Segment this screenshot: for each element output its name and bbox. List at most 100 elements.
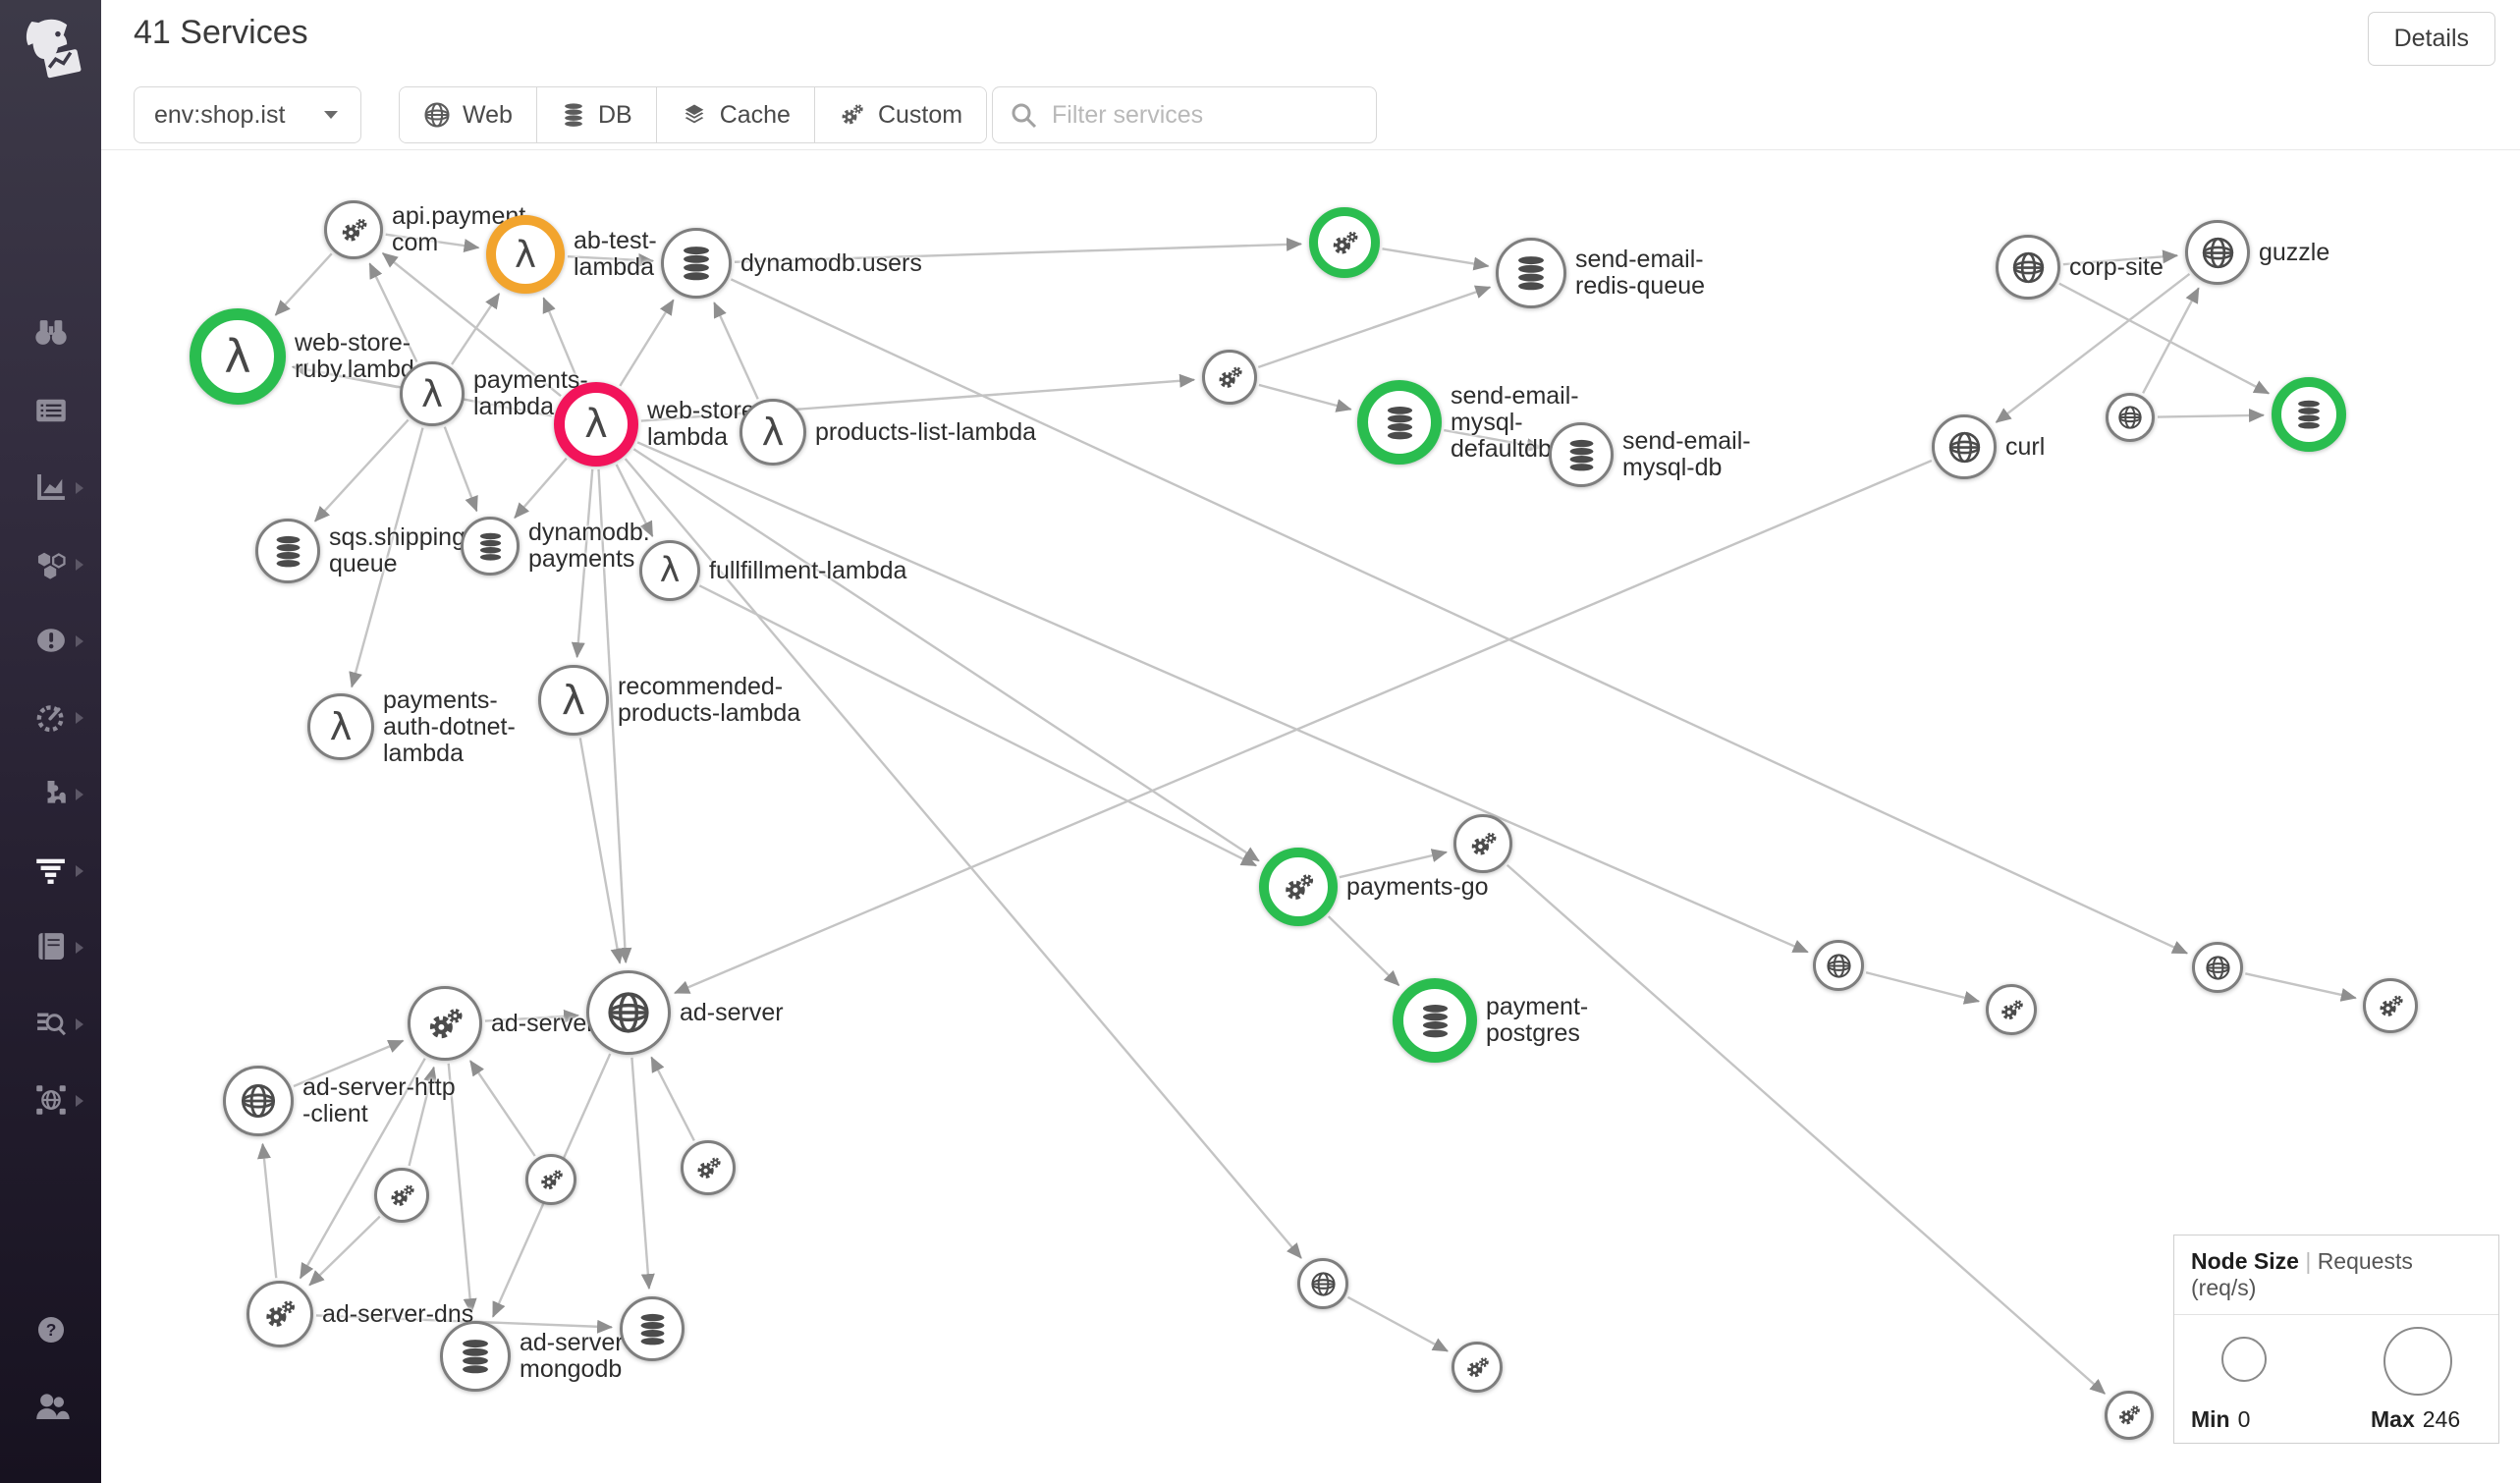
sidebar-item-synthetics[interactable] <box>0 695 101 739</box>
edge-web-store-lambda-to-dynamodb-users <box>619 299 675 387</box>
chevron-right-icon <box>73 480 86 501</box>
datadog-logo-icon[interactable] <box>0 0 101 101</box>
service-node-dynamodb-users[interactable] <box>661 228 732 299</box>
service-node-sqs-shipping-queue[interactable] <box>255 519 320 583</box>
details-button[interactable]: Details <box>2367 12 2495 66</box>
service-node-fullfillment-lambda[interactable]: λ <box>639 540 700 601</box>
apm-icon <box>35 858 65 884</box>
sidebar-item-network[interactable] <box>0 1078 101 1122</box>
service-node-globe-21[interactable] <box>2106 393 2155 442</box>
service-node-payments-auth-dotnet-lambda[interactable]: λ <box>307 693 374 760</box>
layers-icon <box>681 101 708 129</box>
service-node-gear-31[interactable] <box>681 1140 736 1195</box>
service-node-ad-server-dns[interactable] <box>247 1281 313 1347</box>
service-node-gear-29[interactable] <box>374 1168 429 1223</box>
type-filter-db-button[interactable]: DB <box>536 87 657 142</box>
edge-payments-lambda-to-payments-auth-dotnet-lambda <box>349 427 424 688</box>
service-node-web-store-lambda[interactable]: λ <box>554 382 638 467</box>
service-node-web-store-ruby-lambda[interactable]: λ <box>190 308 286 405</box>
service-node-products-list-lambda[interactable]: λ <box>740 399 806 466</box>
type-filter-label: Custom <box>877 100 963 129</box>
service-node-gear-40[interactable] <box>1452 1342 1503 1393</box>
lambda-icon: λ <box>761 410 785 455</box>
service-node-globe-39[interactable] <box>1297 1258 1348 1309</box>
type-filter-cache-button[interactable]: Cache <box>656 87 815 142</box>
service-node-globe-35[interactable] <box>1813 940 1864 991</box>
page-title: 41 Services <box>134 14 308 51</box>
lambda-icon: λ <box>514 233 536 276</box>
edge-ad-server-dns-to-ad-server-http-client <box>256 1142 278 1279</box>
service-node-payment-postgres[interactable] <box>1393 978 1477 1063</box>
sidebar: ? <box>0 0 101 1483</box>
edge-gear-30-to-ad-server-tcp <box>468 1060 536 1157</box>
edge-web-store-lambda-to-globe-35 <box>636 441 1809 954</box>
edge-dynamodb-users-to-gear-13 <box>734 237 1303 263</box>
service-node-guzzle[interactable] <box>2185 220 2250 285</box>
sidebar-item-logs[interactable] <box>0 1002 101 1045</box>
edge-gear-24-to-gear-41 <box>1506 863 2107 1396</box>
chevron-right-icon <box>73 1016 86 1037</box>
service-node-db-34[interactable] <box>620 1296 685 1361</box>
service-node-gear-15[interactable] <box>1202 350 1257 405</box>
sidebar-item-account[interactable] <box>0 1385 101 1428</box>
edge-web-store-lambda-to-recommended-products-lambda <box>571 468 594 659</box>
db-icon <box>678 245 715 282</box>
lambda-icon: λ <box>224 330 251 383</box>
edge-ad-server-tcp-to-ad-server <box>484 1009 580 1023</box>
sidebar-item-help[interactable]: ? <box>0 1308 101 1351</box>
globe-icon <box>1947 430 1982 465</box>
type-filter-custom-button[interactable]: Custom <box>814 87 987 142</box>
service-node-ad-server[interactable] <box>586 970 671 1055</box>
lambda-icon: λ <box>329 704 353 749</box>
edge-globe-39-to-gear-40 <box>1346 1295 1449 1352</box>
service-node-payments-lambda[interactable]: λ <box>400 361 465 426</box>
service-node-globe-37[interactable] <box>2192 942 2243 993</box>
service-node-gear-36[interactable] <box>1986 984 2037 1035</box>
service-node-recommended-products-lambda[interactable]: λ <box>538 665 609 736</box>
sidebar-item-infrastructure[interactable] <box>0 542 101 585</box>
service-node-send-email-redis-queue[interactable] <box>1496 238 1566 308</box>
service-node-ad-server-http-client[interactable] <box>223 1066 294 1136</box>
service-node-gear-41[interactable] <box>2105 1391 2154 1440</box>
gear-icon <box>425 1004 466 1044</box>
edge-gear-13-to-send-email-redis-queue <box>1382 247 1490 271</box>
filter-services-input[interactable] <box>1050 99 1348 131</box>
service-node-send-email-mysql-db[interactable] <box>1549 422 1614 487</box>
service-node-ad-server-tcp[interactable] <box>408 986 482 1061</box>
sidebar-item-events[interactable] <box>0 389 101 432</box>
sidebar-item-apm[interactable] <box>0 849 101 892</box>
service-label-ad-server-http-client: ad-server-http-client <box>302 1073 456 1127</box>
service-node-gear-24[interactable] <box>1453 814 1512 873</box>
service-node-db-22[interactable] <box>2272 377 2346 452</box>
service-node-gear-38[interactable] <box>2363 978 2418 1033</box>
sidebar-item-notebooks[interactable] <box>0 925 101 968</box>
sidebar-item-monitors[interactable] <box>0 619 101 662</box>
gear-icon <box>694 1154 723 1182</box>
service-node-ad-server-mongodb[interactable] <box>440 1321 511 1392</box>
service-node-gear-13[interactable] <box>1309 207 1380 278</box>
service-node-payments-go[interactable] <box>1259 848 1338 926</box>
service-node-send-email-mysql-defaultdb[interactable] <box>1357 380 1442 465</box>
type-filter-label: Web <box>463 100 513 129</box>
sidebar-item-dashboards[interactable] <box>0 466 101 509</box>
service-node-corp-site[interactable] <box>1996 235 2060 300</box>
service-node-curl[interactable] <box>1932 414 1997 479</box>
db-icon <box>271 534 305 569</box>
service-node-api-payment-com[interactable] <box>324 200 383 259</box>
search-icon <box>1009 100 1038 130</box>
sidebar-item-watchdog[interactable] <box>0 312 101 356</box>
edge-web-store-lambda-to-globe-39 <box>624 458 1302 1259</box>
edge-web-store-lambda-to-ab-test-lambda <box>542 297 580 383</box>
service-node-dynamodb-payments[interactable] <box>461 517 520 576</box>
env-selector[interactable]: env:shop.ist <box>134 86 361 143</box>
service-node-ab-test-lambda[interactable]: λ <box>486 215 565 294</box>
db-icon <box>1564 438 1599 472</box>
sidebar-item-integrations[interactable] <box>0 772 101 815</box>
type-filter-web-button[interactable]: Web <box>400 87 537 142</box>
service-node-gear-30[interactable] <box>525 1154 576 1205</box>
service-label-payment-postgres: payment-postgres <box>1486 993 1589 1047</box>
service-label-ad-server: ad-server <box>680 998 784 1026</box>
service-label-send-email-redis-queue: send-email-redis-queue <box>1575 246 1706 300</box>
edge-payments-go-to-gear-24 <box>1339 849 1448 879</box>
